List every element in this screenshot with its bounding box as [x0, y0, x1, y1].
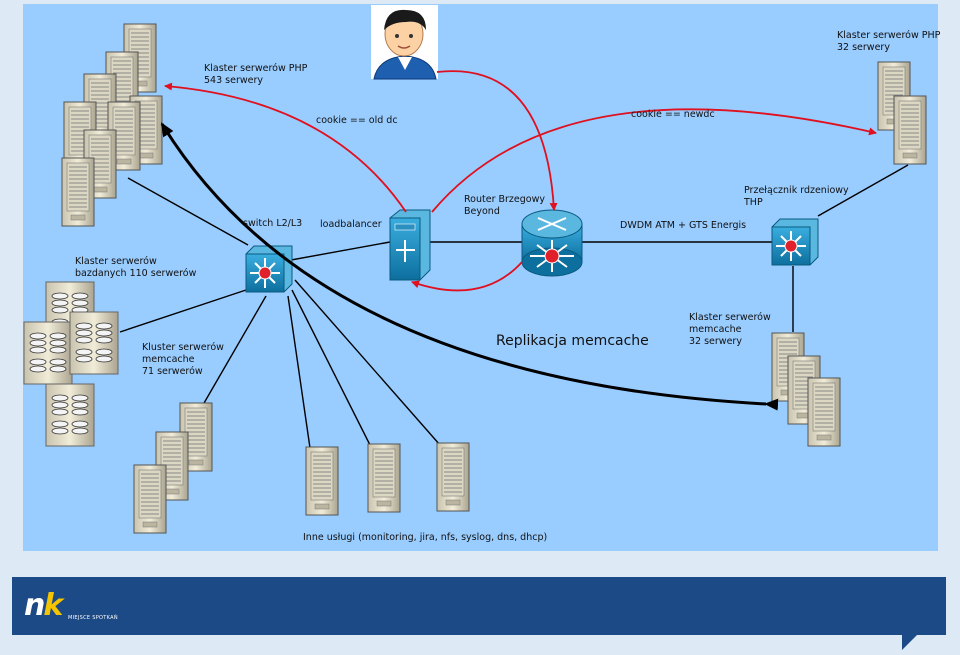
cookie-new-label: cookie == newdc — [631, 109, 715, 120]
php-cluster-32-label: Klaster serwerów PHP 32 serwery — [837, 30, 943, 53]
other-services-servers — [305, 442, 470, 516]
switch-l2l3-label: switch L2/L3 — [243, 218, 302, 229]
memcache-71-label: Kluster serwerów memcache 71 serwerów — [142, 342, 227, 377]
network-diagram: Klaster serwerów PHP 543 serwery Klaster… — [23, 4, 943, 551]
other-services-label: Inne usługi (monitoring, jira, nfs, sysl… — [303, 532, 547, 543]
loadbalancer-label: loadbalancer — [320, 219, 382, 230]
footer-banner — [12, 577, 946, 635]
php-cluster-543-label: Klaster serwerów PHP 543 serwery — [204, 63, 310, 86]
logo-letter-k: k — [43, 588, 63, 623]
nk-logo: nk — [24, 588, 63, 623]
replication-arrow — [160, 122, 779, 411]
db-cluster-label: Klaster serwerów bazdanych 110 serwerów — [75, 256, 197, 279]
switch-l2l3-icon — [245, 245, 293, 293]
logo-letter-n: n — [24, 588, 45, 623]
dwdm-label: DWDM ATM + GTS Energis — [620, 220, 746, 231]
replication-label: Replikacja memcache — [496, 333, 649, 349]
memcache-32-label: Klaster serwerów memcache 32 serwery — [689, 312, 774, 347]
cookie-old-label: cookie == old dc — [316, 115, 398, 126]
user-avatar-icon — [371, 5, 438, 80]
core-switch-icon — [771, 218, 819, 266]
core-switch-label: Przełącznik rdzeniowy THP — [743, 185, 852, 208]
router-label: Router Brzegowy Beyond — [464, 194, 548, 217]
loadbalancer-icon — [389, 209, 431, 281]
logo-tagline: MIEJSCE SPOTKAŃ — [68, 615, 118, 621]
router-icon — [521, 209, 583, 277]
footer-banner-tail — [902, 634, 918, 650]
